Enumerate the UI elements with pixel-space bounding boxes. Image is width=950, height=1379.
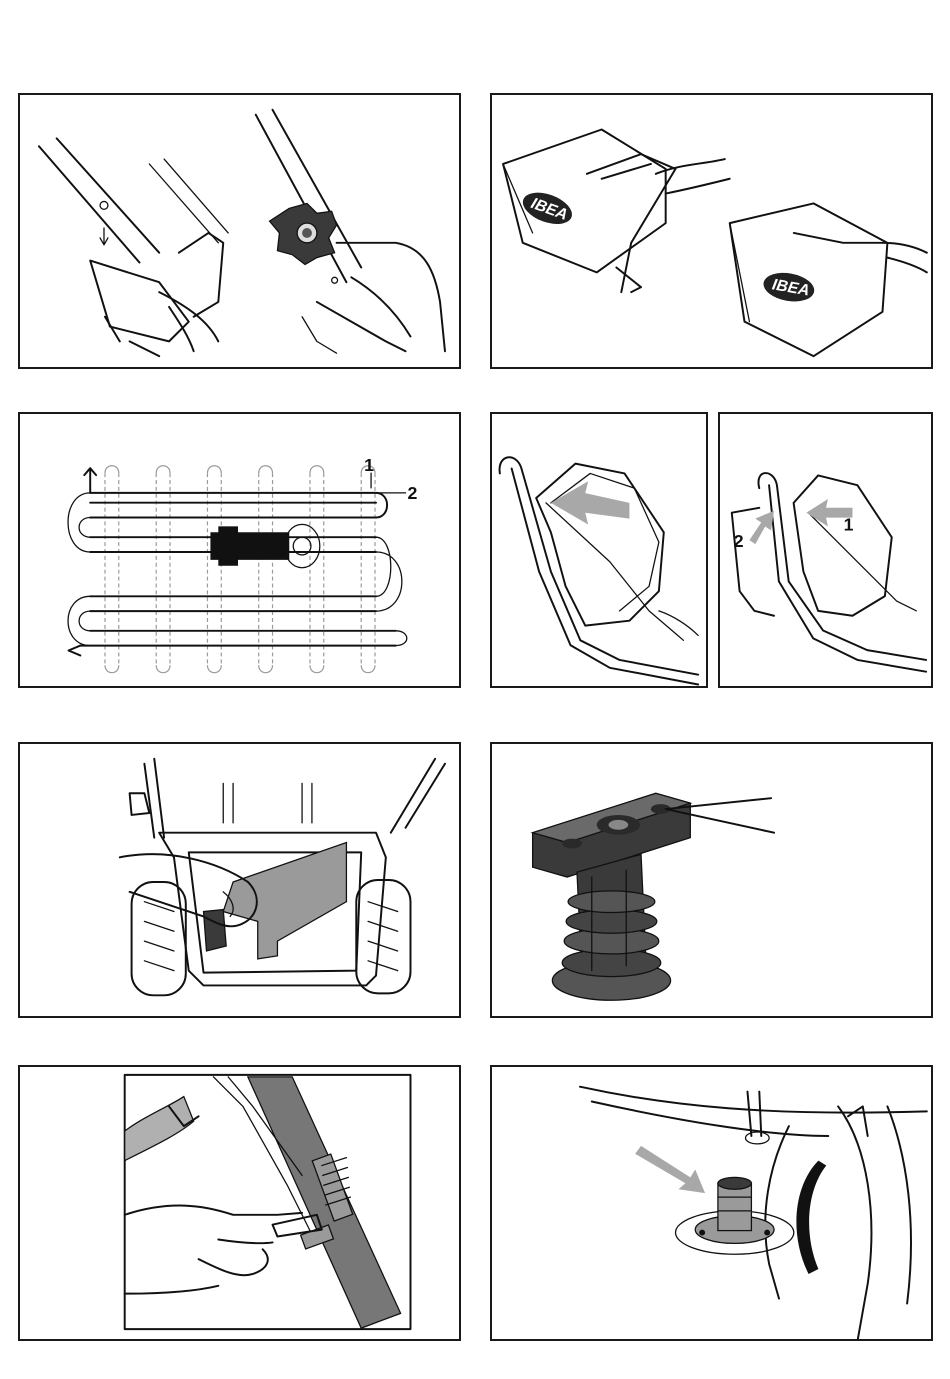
panel-handle-assembly <box>18 93 461 369</box>
mowing-pattern-icon: 1 2 <box>20 414 459 686</box>
mulching-plug-illustration <box>20 744 459 1016</box>
label-1: 1 <box>844 514 854 534</box>
drive-shaft-illustration <box>492 1067 931 1339</box>
panel-mulching-plug <box>18 742 461 1018</box>
stripe-cap <box>361 466 375 673</box>
grass-bag-icon: IBEA IBEA <box>503 129 927 356</box>
panel-bag-frame <box>490 412 708 688</box>
panel-blade-adapter <box>490 742 933 1018</box>
label-2: 2 <box>408 483 418 503</box>
bag-frame-steps-illustration: 1 2 <box>720 414 931 686</box>
stripe-cap <box>156 466 170 673</box>
panel-grass-bag: IBEA IBEA <box>490 93 933 369</box>
panel-cable-adjuster <box>18 1065 461 1341</box>
bag-frame-illustration <box>492 414 706 686</box>
panel-drive-shaft <box>490 1065 933 1341</box>
panel-bag-frame-steps: 1 2 <box>718 412 933 688</box>
arrow-icon <box>749 499 852 544</box>
stripe-cap <box>259 466 273 673</box>
stripe-cap <box>105 466 119 673</box>
grass-bag-illustration: IBEA IBEA <box>492 95 931 367</box>
stripe-cap <box>310 466 324 673</box>
stripe-cap <box>207 466 221 673</box>
arrow-icon <box>635 1146 705 1193</box>
blade-adapter-icon <box>492 744 931 1016</box>
cable-adjuster-illustration <box>20 1067 459 1339</box>
handle-knob-icon <box>270 203 337 264</box>
label-2: 2 <box>734 531 744 551</box>
panel-mowing-pattern: 1 2 <box>18 412 461 688</box>
handle-assembly-illustration <box>20 95 459 367</box>
label-1: 1 <box>364 455 374 475</box>
